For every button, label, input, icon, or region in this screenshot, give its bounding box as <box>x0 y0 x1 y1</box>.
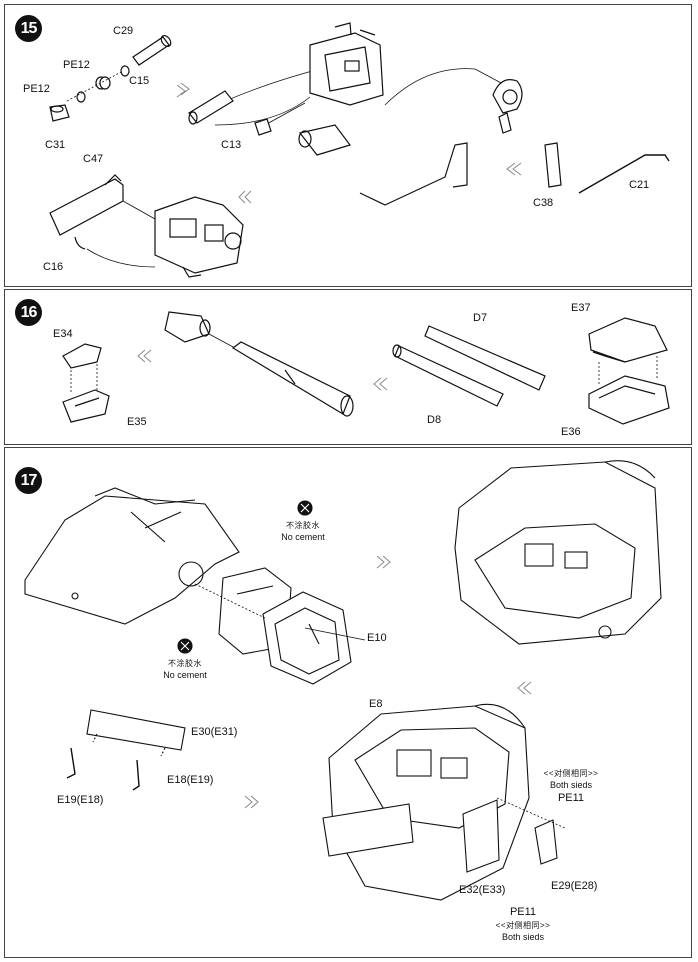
label-c13: C13 <box>221 139 242 151</box>
label-d7: D7 <box>473 312 488 324</box>
label-c16: C16 <box>43 261 64 273</box>
label-c29: C29 <box>113 25 134 37</box>
breech-assembly-lower <box>154 196 244 278</box>
label-e10: E10 <box>367 632 387 644</box>
label-pe12-b: PE12 <box>23 83 50 95</box>
label-e8: E8 <box>369 698 383 710</box>
step-17-drawing <box>24 460 662 901</box>
part-barrel <box>231 341 354 417</box>
no-cement-label-cn-bottom: 不涂胶水 <box>168 659 202 668</box>
label-e29: E29(E28) <box>551 880 598 892</box>
part-e37 <box>588 317 668 363</box>
part-linkage-rod <box>359 142 468 206</box>
label-pe12-a: PE12 <box>63 59 90 71</box>
label-c15: C15 <box>129 75 150 87</box>
step-16-drawing <box>62 311 670 425</box>
part-e18 <box>132 759 140 791</box>
part-c31 <box>49 104 70 122</box>
assembly-arrow-icon <box>176 82 522 204</box>
part-c47 <box>49 174 124 236</box>
part-e32 <box>462 799 500 873</box>
both-sides-cn-top: <<对侧相同>> <box>543 769 599 778</box>
both-sides-top: Both sieds <box>549 780 593 790</box>
label-c38: C38 <box>533 197 554 209</box>
label-e36: E36 <box>561 426 581 438</box>
assembly-arrow-icon <box>244 555 532 809</box>
part-handwheel <box>492 79 523 114</box>
part-e10 <box>262 591 352 685</box>
part-muzzle <box>164 311 211 343</box>
label-e32: E32(E33) <box>459 884 506 896</box>
step-15-drawing <box>49 22 670 278</box>
part-c29 <box>132 34 172 66</box>
part-e36 <box>588 375 670 425</box>
label-d8: D8 <box>427 414 442 426</box>
label-c31: C31 <box>45 139 66 151</box>
step-16-panel: 16 <box>4 289 692 445</box>
step-17-panel: 17 <box>4 447 692 958</box>
part-pe12 <box>76 91 86 103</box>
step-15-panel: 15 <box>4 4 692 287</box>
label-e30: E30(E31) <box>191 726 238 738</box>
both-sides-bottom: Both sieds <box>501 932 545 942</box>
label-e19: E19(E18) <box>57 794 104 806</box>
both-sides-cn-bottom: <<对侧相同>> <box>495 921 551 930</box>
no-cement-icon <box>177 638 193 654</box>
part-e29 <box>534 819 558 865</box>
no-cement-icon <box>297 500 313 516</box>
step-17-badge: 17 <box>15 467 42 494</box>
no-cement-label-cn-top: 不涂胶水 <box>286 521 320 530</box>
label-e35: E35 <box>127 416 147 428</box>
label-c21: C21 <box>629 179 650 191</box>
part-e34 <box>62 343 102 394</box>
label-pe11-top: PE11 <box>557 792 585 804</box>
part-c13 <box>254 118 272 136</box>
part-d7 <box>424 325 546 391</box>
part-c38 <box>544 142 562 188</box>
step-15-badge: 15 <box>15 15 42 42</box>
label-pe11-bottom: PE11 <box>509 906 537 918</box>
assembly-arrow-icon <box>137 349 388 391</box>
label-e34: E34 <box>53 328 73 340</box>
label-e37: E37 <box>571 302 591 314</box>
label-e18: E18(E19) <box>167 774 214 786</box>
step-16-badge: 16 <box>15 299 42 326</box>
part-e35 <box>62 389 110 423</box>
label-c47: C47 <box>83 153 104 165</box>
turret-assembled-top <box>454 460 662 645</box>
turret-front-half <box>24 487 240 625</box>
part-e30 <box>86 709 186 757</box>
part-c21 <box>578 154 670 194</box>
part-barrel-long <box>188 90 234 124</box>
part-e19 <box>66 747 76 779</box>
no-cement-label-bottom: No cement <box>163 670 207 680</box>
part-left-plate <box>322 803 414 857</box>
turret-assembled-bottom <box>328 703 530 901</box>
no-cement-label-top: No cement <box>281 532 325 542</box>
part-c15 <box>95 65 130 90</box>
breech-assembly-top <box>298 22 384 156</box>
part-d8 <box>392 344 504 407</box>
